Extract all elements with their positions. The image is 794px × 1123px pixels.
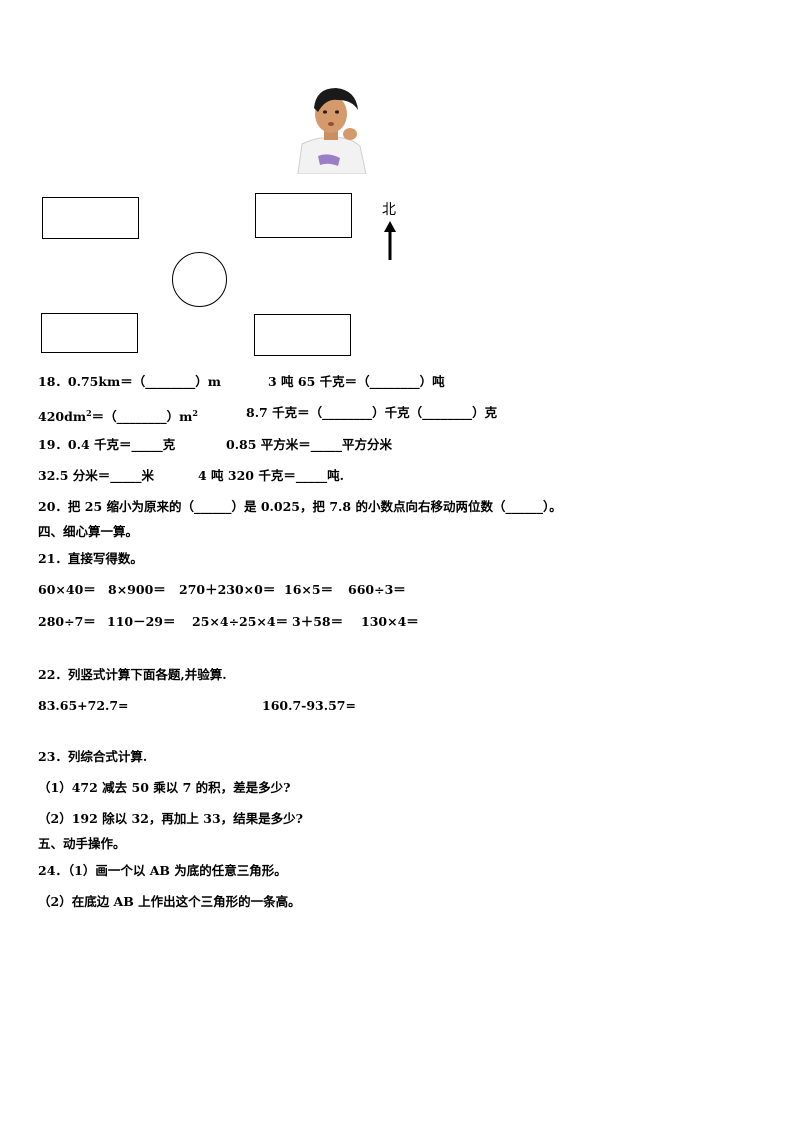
q21-row2-item5: 130×4＝ <box>361 614 419 629</box>
north-label: 北 <box>382 202 396 218</box>
q18-line1-a: 18．0.75km＝（________）m <box>38 374 221 389</box>
q21-title: 21．直接写得数。 <box>38 551 143 566</box>
q21-row2-item4: 3＋58＝ <box>292 614 344 629</box>
q21-row1-item1: 60×40＝ <box>38 582 96 597</box>
center-circle <box>172 252 227 307</box>
rectangle-bottom-right <box>254 314 351 356</box>
q18-line2-a-sup1: 2 <box>86 408 92 418</box>
q22-title: 22．列竖式计算下面各题,并验算. <box>38 667 227 682</box>
q21-row2-item1: 280÷7＝ <box>38 614 96 629</box>
q18-line2-a-prefix: 420dm <box>38 409 87 425</box>
q23-sub2: （2）192 除以 32，再加上 33，结果是多少? <box>38 811 303 826</box>
rectangle-bottom-left <box>41 313 138 353</box>
q21-row2-item2: 110－29＝ <box>107 614 176 629</box>
q19-line1-b: 0.85 平方米＝_____平方分米 <box>226 437 393 452</box>
q21-row2-item3: 25×4÷25×4＝ <box>192 614 289 629</box>
q22-expr1: 83.65+72.7= <box>38 698 129 713</box>
north-arrow-icon <box>383 219 397 261</box>
q24-sub1: 24．（1）画一个以 AB 为底的任意三角形。 <box>38 863 287 878</box>
q18-line2-a: 420dm2＝（________）m2 <box>38 405 198 425</box>
q21-row1-item2: 8×900＝ <box>108 582 166 597</box>
q24-sub2: （2）在底边 AB 上作出这个三角形的一条高。 <box>38 894 301 909</box>
q22-expr2: 160.7-93.57= <box>262 698 356 713</box>
section5-title: 五、动手操作。 <box>38 836 126 851</box>
section4-title: 四、细心算一算。 <box>38 524 139 539</box>
q19-line2-a: 32.5 分米＝_____米 <box>38 468 155 483</box>
q21-row1-item3: 270＋230×0＝ <box>179 582 276 597</box>
q21-row1-item4: 16×5＝ <box>284 582 334 597</box>
q18-line2-b: 8.7 千克＝（________）千克（________）克 <box>246 405 498 420</box>
q18-line2-a-sup2: 2 <box>192 408 198 418</box>
q23-sub1: （1）472 减去 50 乘以 7 的积，差是多少? <box>38 780 291 795</box>
q19-line1-a: 19．0.4 千克＝_____克 <box>38 437 176 452</box>
q19-line2-b: 4 吨 320 千克＝_____吨. <box>198 468 344 483</box>
q21-row1-item5: 660÷3＝ <box>348 582 406 597</box>
boy-photo <box>288 82 372 175</box>
rectangle-top-left <box>42 197 139 239</box>
q18-line1-b: 3 吨 65 千克＝（________）吨 <box>268 374 445 389</box>
q20-text: 20．把 25 缩小为原来的（______）是 0.025，把 7.8 的小数点… <box>38 499 562 514</box>
rectangle-top-right <box>255 193 352 238</box>
q23-title: 23．列综合式计算. <box>38 749 148 764</box>
q18-line2-a-mid: ＝（________）m <box>91 409 193 425</box>
